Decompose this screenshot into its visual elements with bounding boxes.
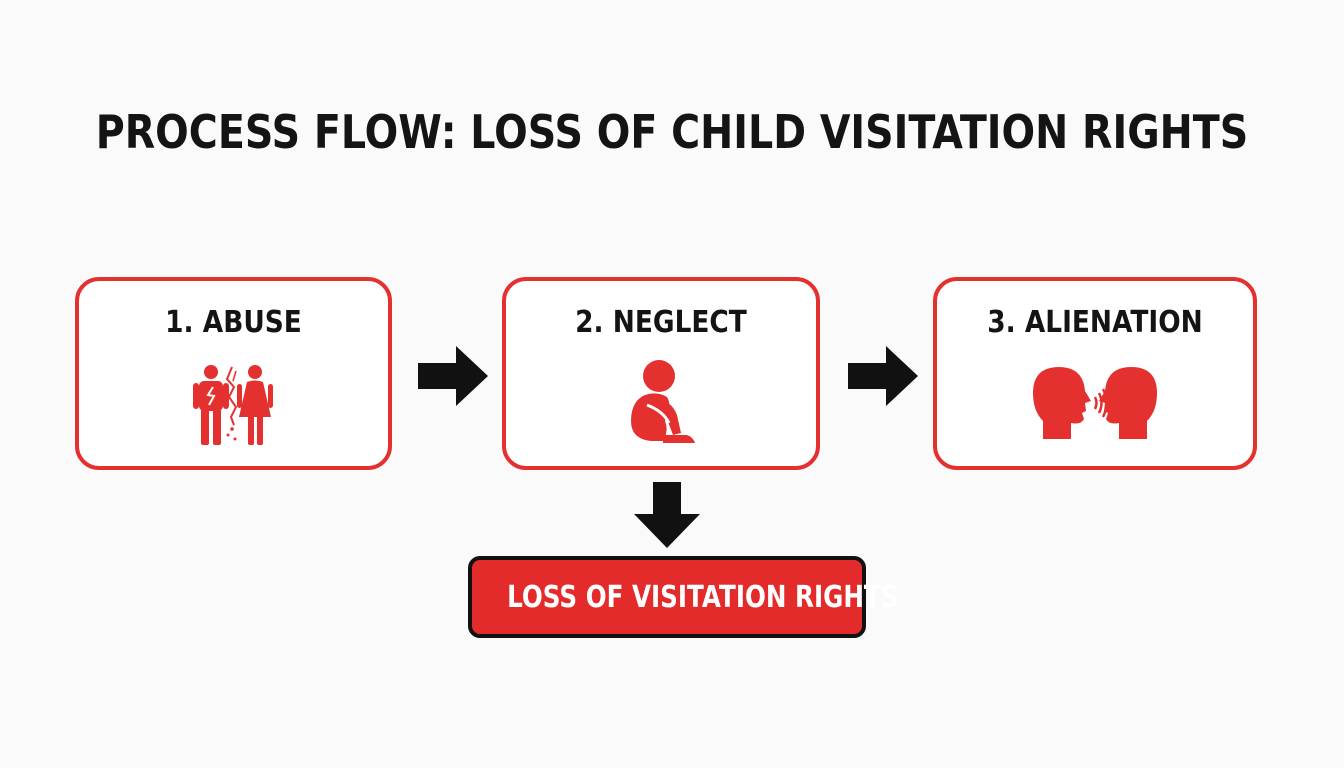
- arrow-right-icon: [418, 346, 488, 410]
- couple-conflict-icon: [192, 365, 276, 451]
- step-label: 3. ALIENATION: [987, 305, 1203, 340]
- outcome-label: LOSS OF VISITATION RIGHTS: [507, 580, 899, 615]
- step-abuse: 1. ABUSE: [75, 277, 392, 470]
- step-alienation: 3. ALIENATION: [933, 277, 1257, 470]
- outcome-box: LOSS OF VISITATION RIGHTS: [468, 556, 899, 638]
- diagram-title: PROCESS FLOW: LOSS OF CHILD VISITATION R…: [95, 105, 1249, 159]
- step-label: 1. ABUSE: [165, 305, 302, 340]
- sitting-child-icon: [623, 359, 699, 451]
- arrow-down-icon: [634, 482, 700, 552]
- step-neglect: 2. NEGLECT: [502, 277, 820, 470]
- arrow-right-icon: [848, 346, 918, 410]
- speaking-heads-icon: [1027, 363, 1163, 447]
- step-label: 2. NEGLECT: [575, 305, 747, 340]
